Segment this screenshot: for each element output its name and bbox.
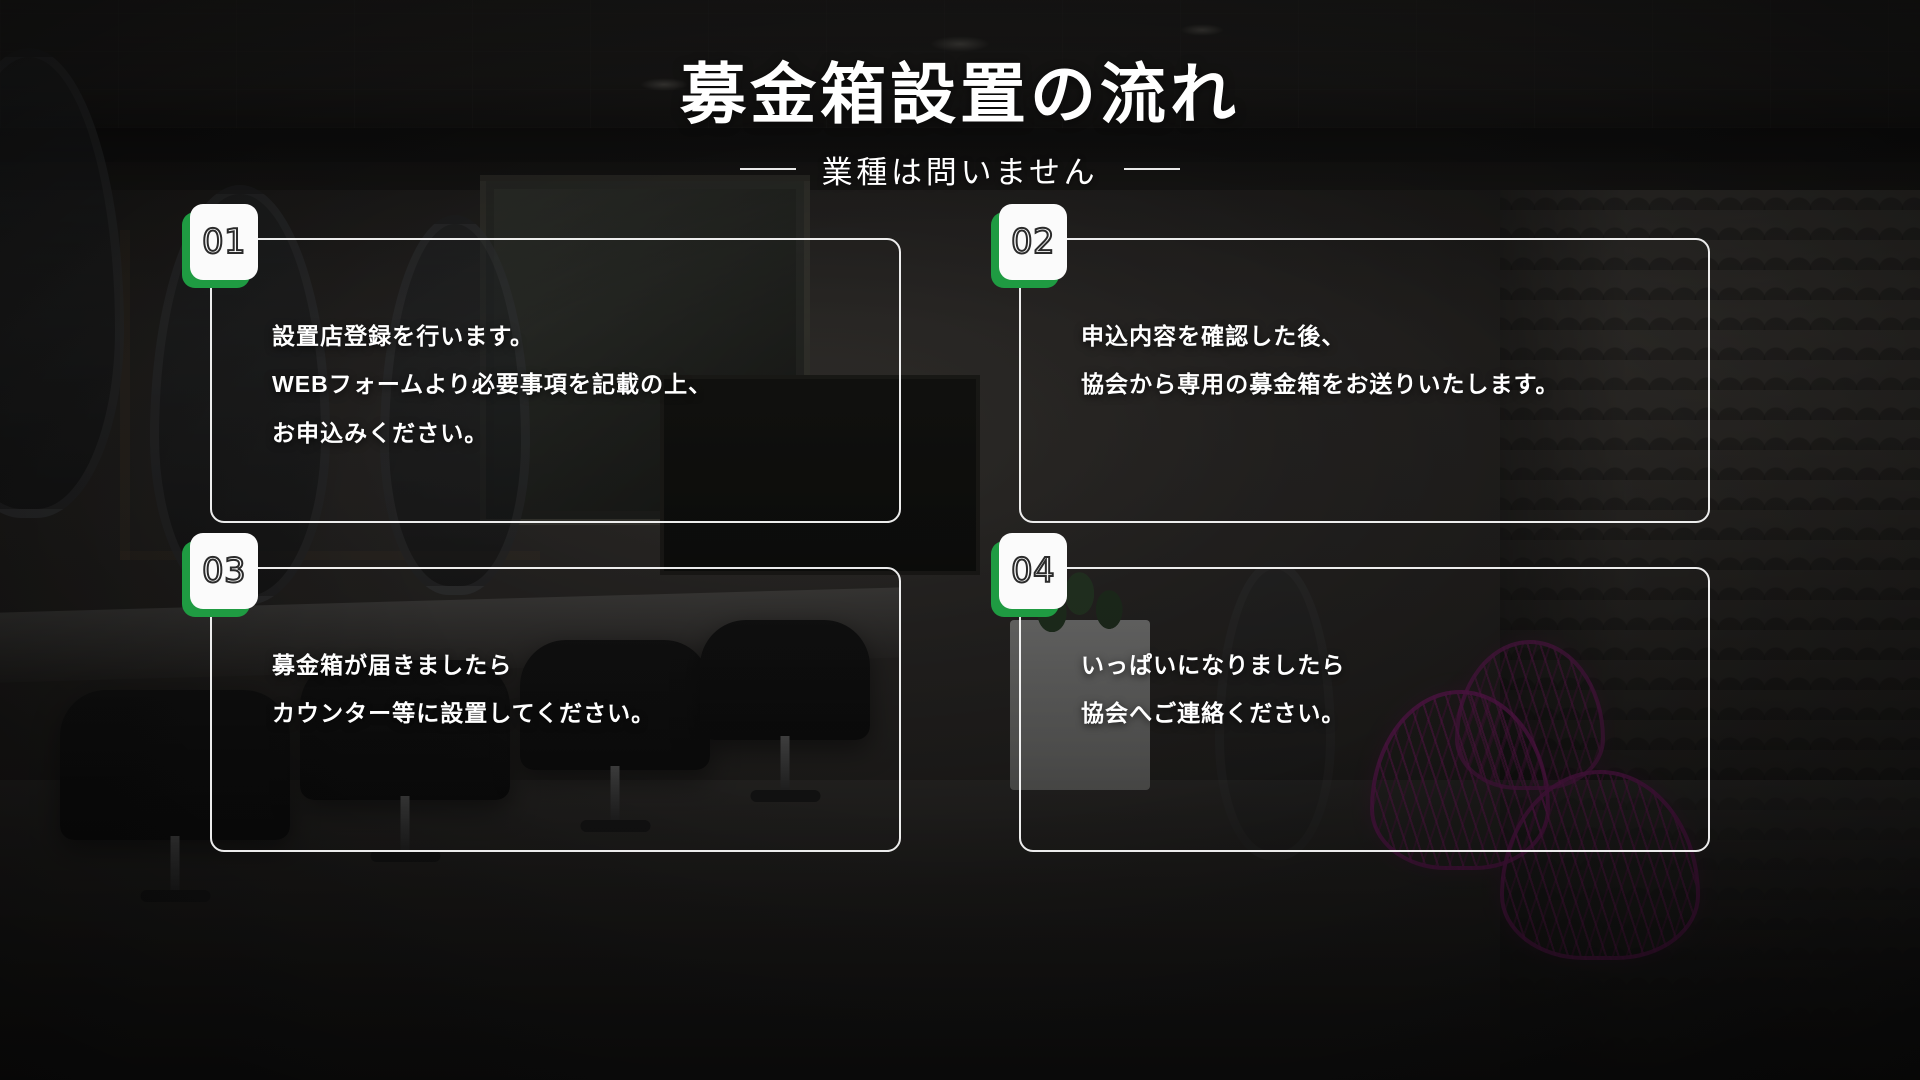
badge-face: 04 (999, 532, 1067, 609)
step-badge-02: 02 (991, 203, 1067, 288)
step-badge-01: 01 (182, 203, 258, 288)
step-badge-04: 04 (991, 532, 1067, 617)
step-card-02: 02 申込内容を確認した後、 協会から専用の募金箱をお送りいたします。 (991, 203, 1710, 523)
badge-face: 02 (999, 203, 1067, 280)
step-number: 04 (1010, 550, 1056, 591)
step-card-03: 03 募金箱が届きましたら カウンター等に設置してください。 (182, 532, 901, 852)
steps-grid: 01 設置店登録を行います。 WEBフォームより必要事項を記載の上、 お申込みく… (182, 203, 1710, 852)
step-text-01: 設置店登録を行います。 WEBフォームより必要事項を記載の上、 お申込みください… (272, 312, 899, 458)
step-text-line: いっぱいになりましたら (1081, 651, 1346, 678)
rule-left-icon (739, 168, 796, 171)
step-number: 01 (201, 221, 247, 262)
rule-right-icon (1124, 168, 1181, 171)
step-text-02: 申込内容を確認した後、 協会から専用の募金箱をお送りいたします。 (1081, 312, 1708, 410)
step-text-line: 協会へご連絡ください。 (1081, 700, 1346, 727)
badge-face: 01 (190, 203, 258, 280)
step-text-04: いっぱいになりましたら 協会へご連絡ください。 (1081, 641, 1708, 739)
step-text-line: 申込内容を確認した後、 (1081, 322, 1346, 349)
step-badge-03: 03 (182, 532, 258, 617)
step-text-03: 募金箱が届きましたら カウンター等に設置してください。 (272, 641, 899, 739)
step-card-01: 01 設置店登録を行います。 WEBフォームより必要事項を記載の上、 お申込みく… (182, 203, 901, 523)
step-text-line: 募金箱が届きましたら (272, 651, 513, 678)
step-text-line: 協会から専用の募金箱をお送りいたします。 (1081, 371, 1560, 398)
page-subtitle: 業種は問いません (821, 154, 1099, 190)
step-card-04: 04 いっぱいになりましたら 協会へご連絡ください。 (991, 532, 1710, 852)
step-text-line: カウンター等に設置してください。 (272, 700, 656, 727)
step-text-line: WEBフォームより必要事項を記載の上、 (272, 371, 713, 398)
subtitle-row: 業種は問いません (739, 147, 1181, 192)
step-text-line: お申込みください。 (272, 420, 489, 447)
step-number: 02 (1010, 221, 1056, 262)
badge-face: 03 (190, 532, 258, 609)
step-number: 03 (201, 550, 247, 591)
step-text-line: 設置店登録を行います。 (272, 322, 535, 349)
page-title: 募金箱設置の流れ (680, 57, 1240, 131)
